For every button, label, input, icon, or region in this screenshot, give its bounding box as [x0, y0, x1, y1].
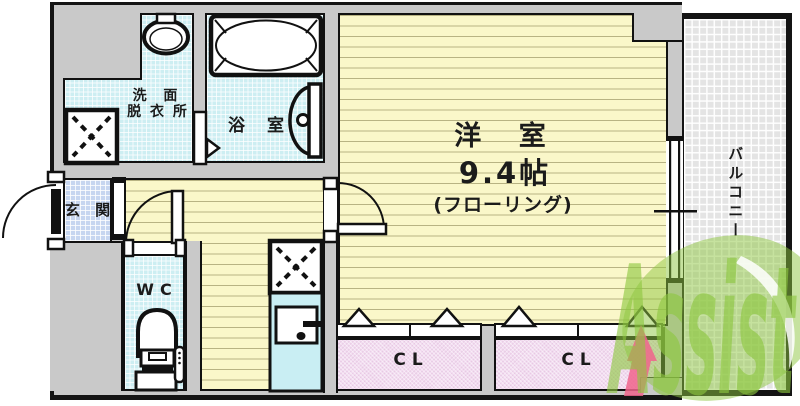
lower-left-wall-block: [50, 241, 123, 391]
washroom-label: 洗 面 脱 衣 所: [127, 88, 189, 120]
washroom-label-line1: 洗 面: [132, 88, 184, 104]
western-room: [338, 13, 668, 326]
logo-leaf-vein: [736, 256, 795, 369]
closet-right-label: CL: [561, 350, 597, 370]
entrance-step-caps: [112, 177, 126, 240]
washbasin-icon: [142, 12, 190, 56]
washroom-label-line2: 脱 衣 所: [127, 104, 189, 121]
bathtub-icon: [208, 13, 324, 78]
logo-leaf-ellipse: [622, 235, 800, 401]
toilet-icon: [134, 307, 186, 392]
washing-machine-pan-icon: [63, 107, 120, 166]
bathroom-label: 浴 室: [228, 116, 292, 136]
top-right-column: [632, 13, 682, 42]
wc-label: WC: [136, 280, 178, 299]
logo-pink-stem: [624, 361, 651, 396]
western-room-floor-note: (フローリング): [433, 194, 573, 216]
western-room-size: 9.4帖: [458, 156, 552, 190]
washroom-corner-wall: [63, 13, 142, 80]
assist-logo: Assist: [606, 228, 800, 406]
logo-pink-accent: [627, 325, 657, 361]
bathroom-door: [192, 110, 222, 166]
western-room-door: [322, 176, 388, 244]
logo-text: Assist: [606, 228, 797, 406]
entrance-door: [2, 170, 66, 251]
balcony-label: バルコニー: [726, 146, 745, 241]
entrance-hall: [63, 178, 112, 243]
bathroom-inner-door: [288, 82, 323, 159]
closet-left-label: CL: [393, 350, 429, 370]
western-room-label: 洋 室: [454, 121, 560, 152]
kitchen-sink-icon: [268, 291, 324, 393]
stove-pan-icon: [267, 238, 325, 296]
entrance-label: 玄 関: [64, 201, 116, 219]
wc-right-wall: [185, 241, 202, 391]
closet-left: [336, 338, 482, 391]
wc-door: [122, 189, 187, 258]
